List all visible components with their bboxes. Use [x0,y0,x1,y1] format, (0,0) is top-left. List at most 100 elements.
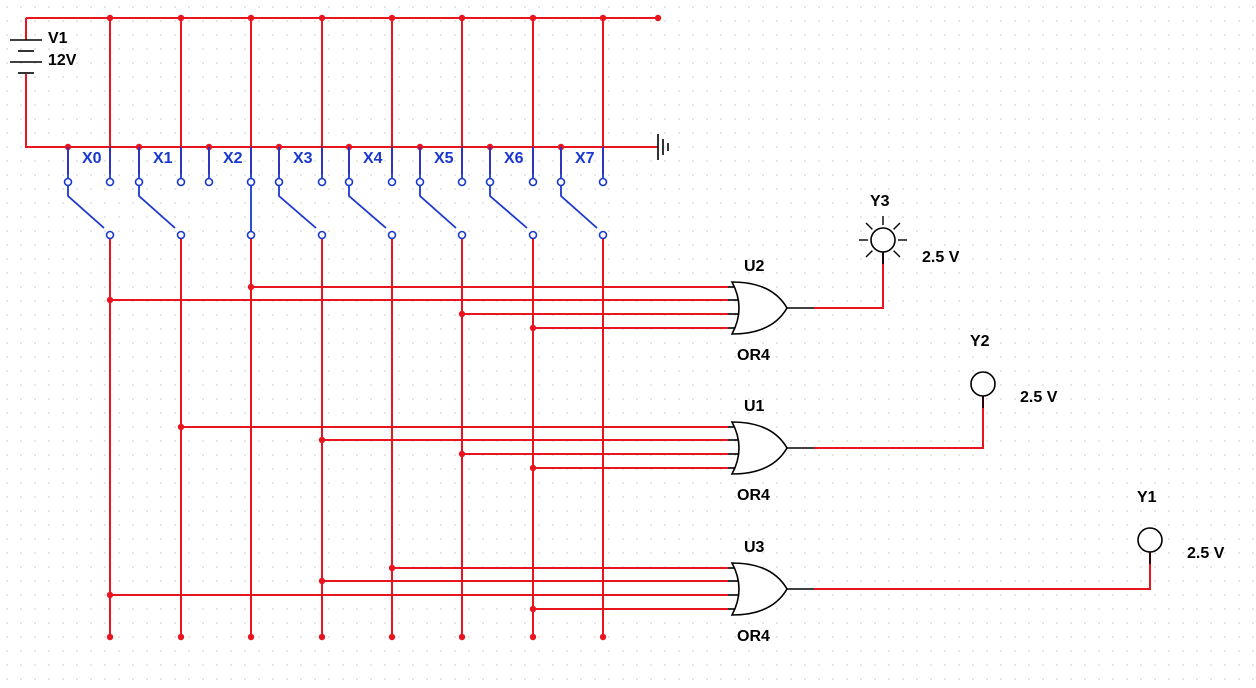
gate-type: OR4 [737,628,770,645]
switch-blade[interactable] [278,186,317,229]
power-rails [25,17,660,148]
probe-area: Y3 2.5 V Y22.5 V Y1 2.5 V [814,193,1225,590]
lamp-ray [893,222,901,230]
switch-contact [246,230,256,240]
junction-dot [529,633,537,641]
switch-row: X0 X1 X2 X3 X4 X5 X6 X7 [63,14,662,641]
switch-contact [528,230,538,240]
switch-contact [344,177,354,187]
switch-contact [176,230,186,240]
junction-dot [458,310,466,318]
gate-name: U3 [744,539,765,556]
ground-symbol [657,134,669,160]
gate-type: OR4 [737,487,770,504]
probe-y3[interactable]: Y3 2.5 V [814,193,960,309]
junction-dot [599,633,607,641]
switch-contact [204,177,214,187]
battery-name: V1 [48,30,68,47]
probe-wire[interactable] [814,396,984,449]
gate-type: OR4 [737,347,770,364]
switch-x6[interactable]: X6 [485,18,538,641]
probe-lamp [870,227,896,253]
switch-label: X4 [363,150,383,167]
junction-dot [388,633,396,641]
gate-name: U1 [744,398,765,415]
switch-label: X5 [434,150,454,167]
junction-dot [247,283,255,291]
junction-dot [529,464,537,472]
switch-contact [598,177,608,187]
switch-contact [176,177,186,187]
probe-voltage: 2.5 V [1187,545,1225,562]
switch-blade[interactable] [67,186,105,229]
switch-contact [105,230,115,240]
switch-blade[interactable] [419,186,457,229]
lamp-ray [865,222,873,230]
or-gate-body[interactable] [730,421,788,475]
probe-name: Y3 [870,193,890,210]
switch-x1[interactable]: X1 [134,18,186,641]
probe-wire[interactable] [814,552,1151,590]
junction-dot [388,564,396,572]
junction-dot [529,605,537,613]
switch-x5[interactable]: X5 [415,18,467,641]
switch-blade[interactable] [560,186,598,229]
probe-y1[interactable]: Y1 2.5 V [814,489,1225,590]
lamp-ray [893,250,901,258]
probe-y2[interactable]: Y22.5 V [814,333,1058,449]
switch-blade[interactable] [348,186,387,229]
junction-dot [247,633,255,641]
switch-label: X3 [293,150,313,167]
junction-dot [177,423,185,431]
junction-dot [654,14,662,22]
switch-contact [528,177,538,187]
ground-rail[interactable] [25,74,658,148]
gate-name: U2 [744,258,765,275]
switch-label: X7 [575,150,595,167]
switch-contact [63,177,73,187]
switch-contact [598,230,608,240]
switch-label: X0 [82,150,102,167]
junction-dot [106,633,114,641]
switch-contact [274,177,284,187]
probe-name: Y1 [1137,489,1157,506]
probe-name: Y2 [970,333,990,350]
switch-blade[interactable] [489,186,528,229]
probe-lamp [970,371,996,397]
switch-contact [246,177,256,187]
junction-dot [458,450,466,458]
switch-contact [457,230,467,240]
switch-contact [317,230,327,240]
junction-dot [106,591,114,599]
switch-label: X2 [223,150,243,167]
junction-dot [106,296,114,304]
probe-wire[interactable] [814,252,884,309]
switch-label: X1 [153,150,173,167]
switch-blade[interactable] [138,186,176,229]
switch-label: X6 [504,150,524,167]
switch-contact [387,230,397,240]
probe-lamp [1137,527,1163,553]
switch-contact [387,177,397,187]
junction-dot [318,436,326,444]
switch-contact [556,177,566,187]
switch-x0[interactable]: X0 [63,18,115,641]
switch-contact [134,177,144,187]
junction-dot [529,324,537,332]
battery-value: 12V [48,52,77,69]
probe-voltage: 2.5 V [922,249,960,266]
or-gate-body[interactable] [730,562,788,616]
battery-v1[interactable]: V1 12V [10,30,77,74]
junction-dot [177,633,185,641]
switch-x2[interactable]: X2 [204,18,256,641]
or-gate-body[interactable] [730,281,788,335]
switch-contact [457,177,467,187]
switch-contact [105,177,115,187]
switch-x7[interactable]: X7 [556,18,608,641]
